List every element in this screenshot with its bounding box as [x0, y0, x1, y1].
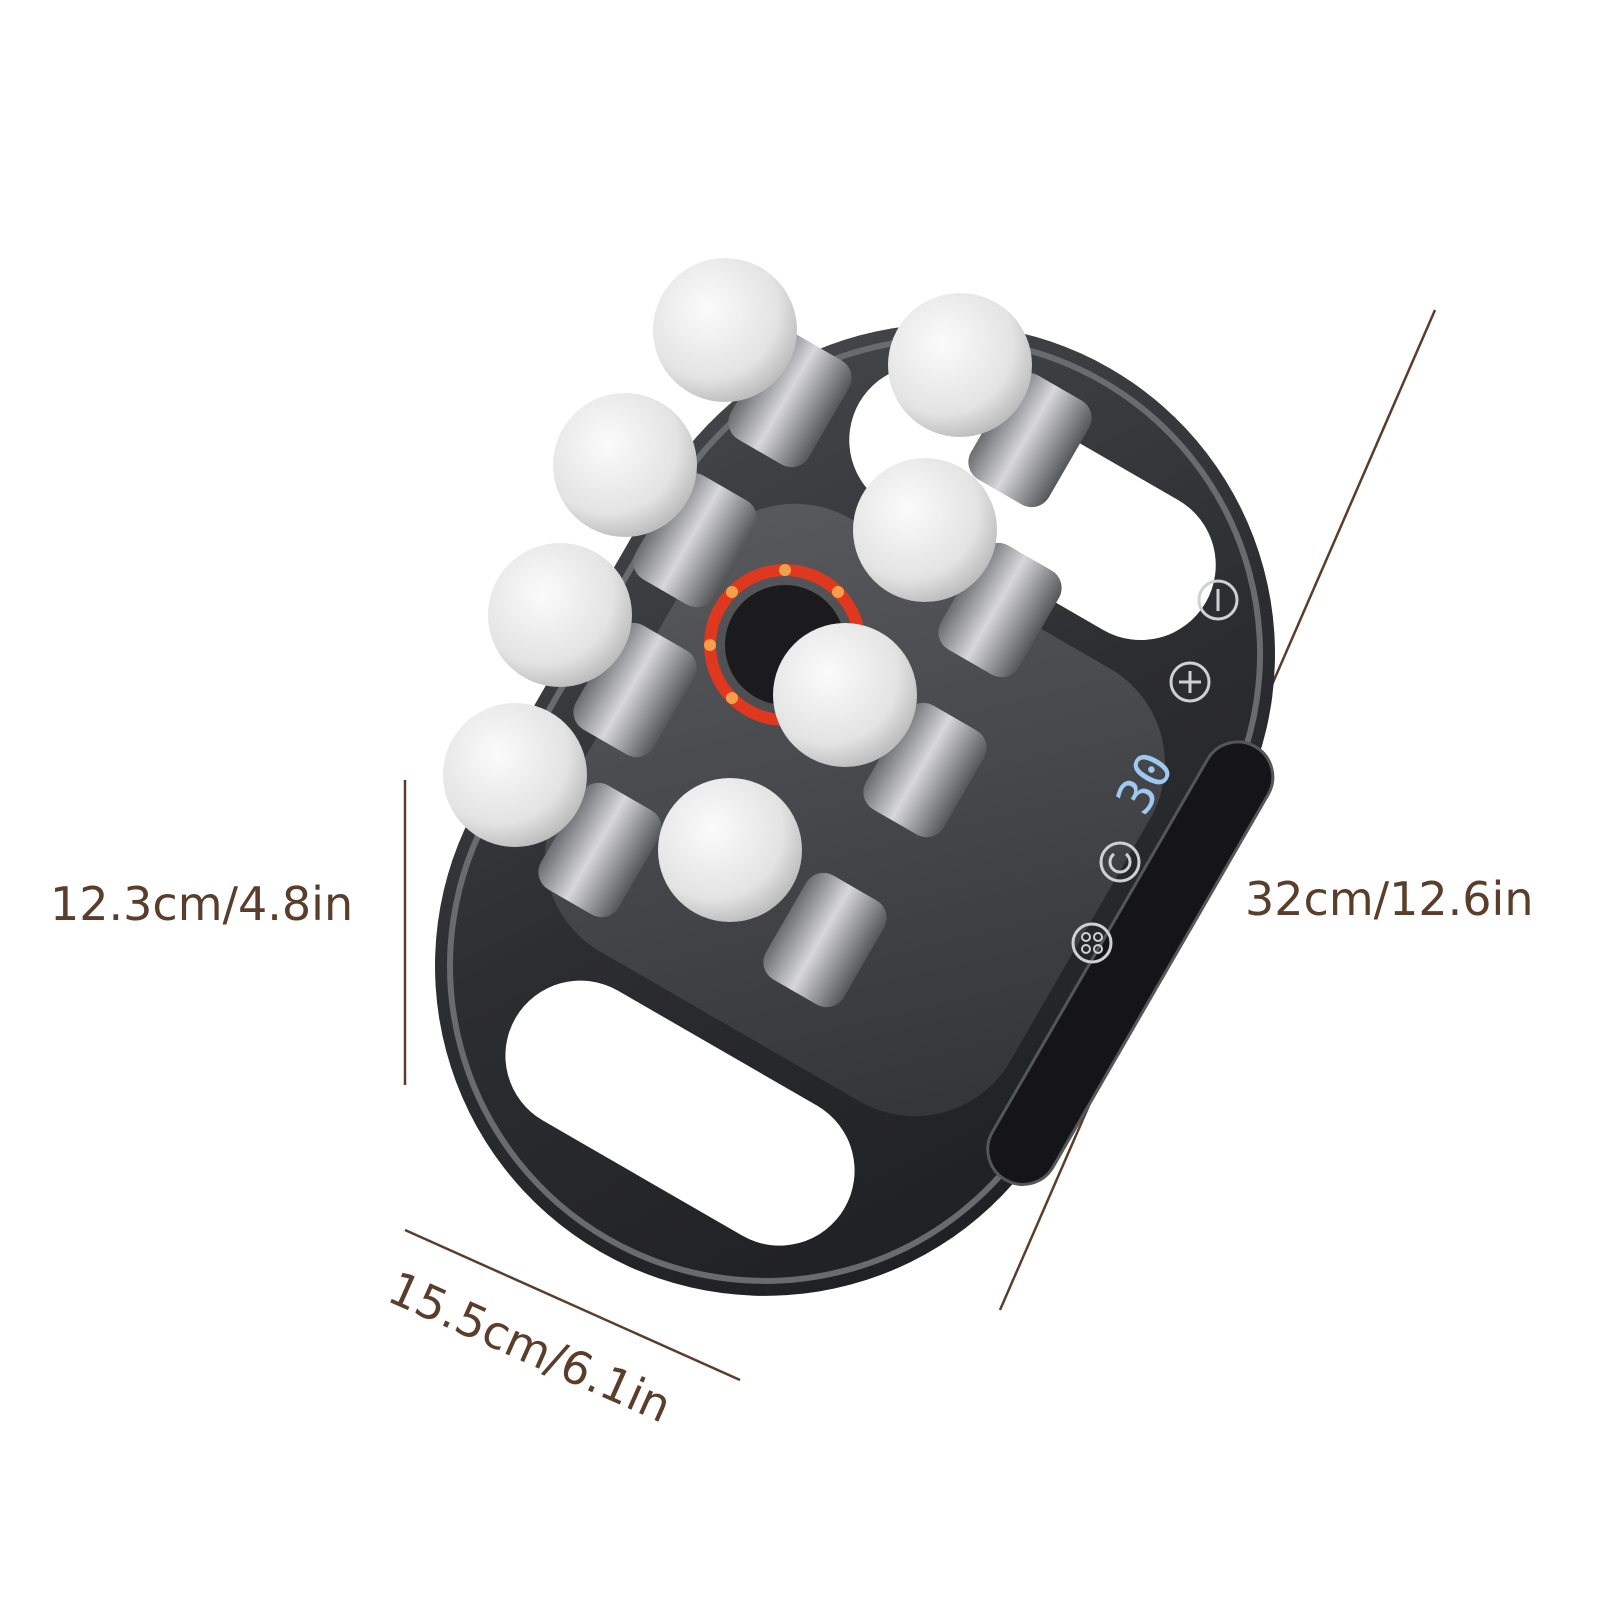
minus-button[interactable]: [1197, 579, 1239, 621]
massage-head: [488, 543, 697, 758]
bottom-handle-opening: [505, 980, 855, 1246]
massage-head: [853, 458, 1062, 678]
massage-head: [443, 703, 662, 918]
power-button[interactable]: [1099, 841, 1141, 883]
massage-head: [888, 293, 1092, 508]
power-icon: [1108, 852, 1132, 874]
width-dimension-line: [404, 1228, 741, 1382]
massage-head: [653, 258, 852, 468]
plus-icon: [1179, 671, 1201, 693]
length-dimension-label: 32cm/12.6in: [1245, 872, 1534, 926]
massage-head: [553, 393, 757, 608]
height-dimension-label: 12.3cm/4.8in: [50, 877, 353, 931]
mode-button[interactable]: [1071, 922, 1113, 964]
plus-button[interactable]: [1169, 661, 1211, 703]
massage-heads: [443, 258, 1092, 1008]
massage-head: [773, 623, 987, 838]
massage-head: [658, 778, 887, 1008]
mode-icon: [1081, 932, 1103, 954]
